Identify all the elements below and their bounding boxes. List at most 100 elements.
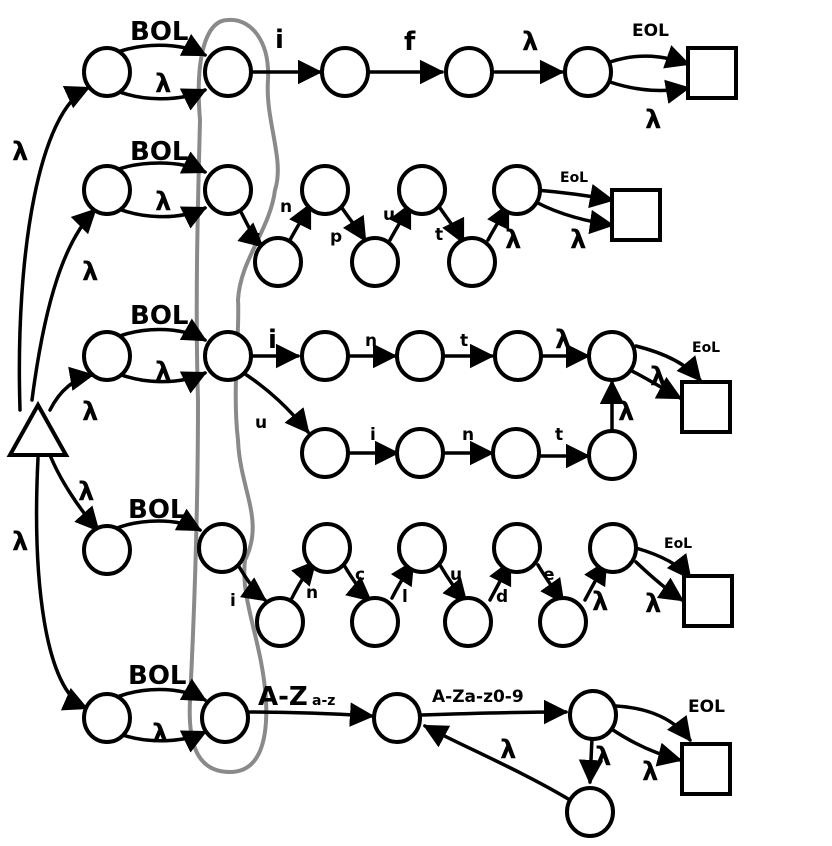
state-node [300,427,350,479]
lambda-label: λ [595,742,611,772]
char-label: t [555,425,563,445]
state-node [372,692,422,744]
lambda-label: λ [555,325,571,355]
start-state [6,400,70,457]
char-label: e [543,565,555,585]
state-node [397,522,447,574]
bol-label: BOL [128,661,187,691]
lambda-label: λ [155,69,171,99]
state-node [395,330,445,382]
char-label: d [496,587,508,607]
lambda-label: λ [500,735,516,765]
char-label: f [404,27,416,57]
lambda-label: λ [592,587,608,617]
lambda-label: λ [645,589,661,619]
char-label: i [275,25,284,55]
lambda-label: λ [505,225,521,255]
eol-label: EOL [688,697,725,717]
state-node [350,596,400,648]
lambda-label: λ [642,757,658,787]
bol-label: BOL [130,17,189,47]
state-node [82,330,132,382]
char-label: l [402,587,408,607]
char-label: n [365,331,377,351]
state-node [302,522,352,574]
state-node [395,427,445,479]
lambda-label: λ [155,357,171,387]
char-label: p [330,227,342,247]
lambda-label: λ [155,187,171,217]
class-label: A-Za-z0-9 [432,687,524,707]
state-node [444,46,494,98]
char-label: i [268,325,277,355]
state-node [82,524,132,576]
state-node [491,427,541,479]
state-node [587,330,637,382]
state-node [443,596,493,648]
eol-label: EoL [664,536,692,552]
lambda-label: λ [645,105,661,135]
state-node [197,522,247,574]
char-label: i [255,231,261,251]
state-node [200,692,250,744]
state-node [447,236,497,288]
char-label: t [435,225,443,245]
char-label: u [383,205,395,225]
lambda-label: λ [152,719,168,749]
eol-label: EOL [632,21,669,41]
nodes [6,46,738,838]
final-state [610,188,662,242]
state-node [565,786,615,838]
state-node [82,164,132,216]
lambda-label: λ [570,225,586,255]
char-label: n [306,583,318,603]
state-node [563,46,613,98]
state-node [492,522,542,574]
state-node [82,692,132,744]
lambda-label: λ [82,397,98,427]
state-node [350,236,400,288]
state-node [203,164,253,216]
lambda-label: λ [650,362,666,392]
state-node [300,330,350,382]
lambda-label: λ [522,27,538,57]
char-label: u [450,565,462,585]
state-node [588,522,638,574]
state-node [255,596,305,648]
state-node [397,164,447,216]
bol-label: BOL [130,137,189,167]
state-node [493,330,543,382]
char-label: c [355,565,365,585]
final-state [680,742,732,796]
state-node [203,330,253,382]
lambda-label: λ [78,477,94,507]
final-state [680,380,732,434]
state-node [82,46,132,98]
char-label: i [230,591,236,611]
eol-label: EoL [692,340,720,356]
class-label: A-Z [258,682,308,712]
state-node [492,164,542,216]
bol-label: BOL [128,495,187,525]
char-label: n [462,425,474,445]
final-state [682,574,734,628]
lambda-label: λ [618,397,634,427]
final-state [686,46,738,100]
state-node [300,164,350,216]
state-node [203,46,253,98]
lambda-label: λ [82,257,98,287]
lambda-label: λ [12,137,28,167]
class-label: a-z [312,693,335,709]
char-label: u [255,413,267,433]
eol-label: EoL [560,170,588,186]
edges [17,33,702,802]
state-node [320,46,370,98]
lambda-label: λ [12,527,28,557]
labels: BOL BOL BOL BOL BOL λ λ λ λ λ λ λ λ λ λ … [12,17,725,787]
char-label: i [370,425,376,445]
state-node [587,429,637,481]
highlight-contour [187,17,280,775]
char-label: t [460,331,468,351]
state-node [568,689,618,741]
